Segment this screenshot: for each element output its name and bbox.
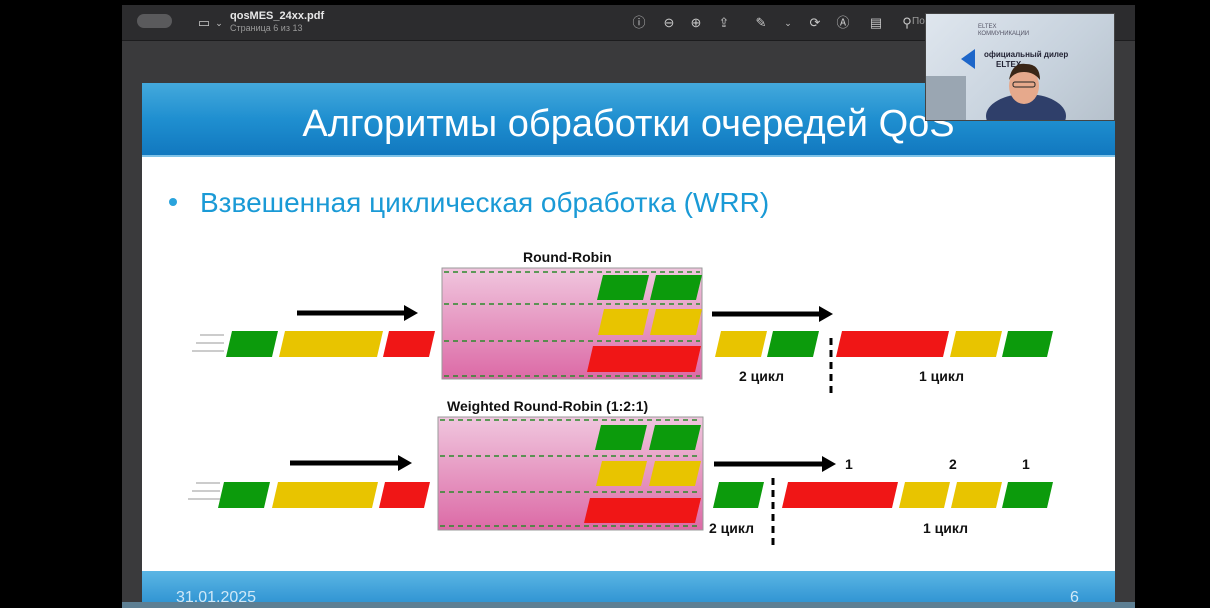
rotate-icon[interactable]: ⟳ xyxy=(809,15,821,30)
packet-yellow xyxy=(649,461,701,486)
webcam-caption1: официальный дилер xyxy=(984,50,1069,59)
window-controls-pill[interactable] xyxy=(137,14,172,28)
slide-date: 31.01.2025 xyxy=(176,589,257,606)
packet-red xyxy=(587,346,701,372)
packet-green xyxy=(1002,331,1053,357)
bullet-icon xyxy=(169,198,177,206)
presenter-glasses xyxy=(1012,81,1036,88)
markup-pen-icon[interactable]: ✎ xyxy=(755,15,767,30)
webcam-overlay: ELTEX КОММУНИКАЦИИ официальный дилер ELT… xyxy=(925,13,1115,121)
packet-red xyxy=(379,482,430,508)
packet-yellow xyxy=(899,482,950,508)
packet-red xyxy=(836,331,949,357)
packet-yellow xyxy=(596,461,647,486)
arrowhead-icon xyxy=(822,456,836,472)
packet-green xyxy=(218,482,270,508)
packet-yellow xyxy=(715,331,767,357)
packet-yellow xyxy=(279,331,383,357)
packet-green xyxy=(649,425,701,450)
presenter-head xyxy=(1009,68,1039,104)
arrowhead-icon xyxy=(404,305,418,321)
presenter-body xyxy=(986,94,1066,120)
header-divider xyxy=(142,155,1115,157)
packet-green xyxy=(767,331,819,357)
packet-green xyxy=(595,425,647,450)
wrr-cycle1-label: 1 цикл xyxy=(923,520,968,536)
wrr-weight-label: 1 xyxy=(845,456,853,472)
packet-yellow xyxy=(598,309,649,335)
packet-yellow xyxy=(950,331,1002,357)
packet-yellow xyxy=(272,482,378,508)
webcam-brand-line2: КОММУНИКАЦИИ xyxy=(978,31,1030,37)
packet-red xyxy=(584,498,701,523)
presenter-video xyxy=(926,63,1066,120)
arrowhead-icon xyxy=(819,306,833,322)
sidebar-toggle-icon[interactable]: ▭ xyxy=(197,15,211,30)
packet-green xyxy=(713,482,764,508)
zoom-in-icon[interactable]: ⊕ xyxy=(690,15,702,30)
signature-icon[interactable]: ▤ xyxy=(869,15,883,30)
slide-page-number: 6 xyxy=(1070,589,1079,606)
chevron-down-icon[interactable]: ⌄ xyxy=(784,18,792,28)
slide: Алгоритмы обработки очередей QoS Взвешен… xyxy=(142,83,1115,608)
document-title: qosMES_24xx.pdf xyxy=(230,10,325,22)
page-indicator: Страница 6 из 13 xyxy=(230,23,303,33)
zoom-out-icon[interactable]: ⊖ xyxy=(663,15,675,30)
wrr-title: Weighted Round-Robin (1:2:1) xyxy=(447,398,649,414)
packet-red xyxy=(782,482,898,508)
brand-logo-icon xyxy=(961,49,975,69)
packet-yellow xyxy=(650,309,702,335)
packet-green xyxy=(1002,482,1053,508)
presenter-hair xyxy=(1009,63,1040,80)
shelf-shadow xyxy=(926,76,966,120)
chevron-down-icon[interactable]: ⌄ xyxy=(215,18,223,28)
video-progress-bar[interactable] xyxy=(122,602,1135,608)
rr-title: Round-Robin xyxy=(523,249,612,265)
wrr-diagram xyxy=(188,267,1053,545)
rr-cycle2-label: 2 цикл xyxy=(739,368,784,384)
annotate-icon[interactable]: Ⓐ xyxy=(836,15,850,30)
slide-footer xyxy=(142,571,1115,608)
search-placeholder[interactable]: По xyxy=(912,16,925,27)
wrr-weight-label: 1 xyxy=(1022,456,1030,472)
info-icon[interactable]: ⓘ xyxy=(632,15,646,30)
wrr-cycle2-label: 2 цикл xyxy=(709,520,754,536)
wrr-weight-label: 2 xyxy=(949,456,957,472)
packet-green xyxy=(597,275,649,300)
slide-title: Алгоритмы обработки очередей QoS xyxy=(302,103,955,145)
packet-green xyxy=(650,275,702,300)
rr-cycle1-label: 1 цикл xyxy=(919,368,964,384)
packet-red xyxy=(383,331,435,357)
packet-yellow xyxy=(951,482,1002,508)
bullet-text: Взвешенная циклическая обработка (WRR) xyxy=(200,187,770,218)
webcam-brand-line1: ELTEX xyxy=(978,24,997,30)
arrowhead-icon xyxy=(398,455,412,471)
share-icon[interactable]: ⇪ xyxy=(718,15,730,30)
search-icon[interactable]: ⚲ xyxy=(902,15,912,30)
webcam-caption2: ELTEX xyxy=(996,60,1022,69)
packet-green xyxy=(226,331,278,357)
